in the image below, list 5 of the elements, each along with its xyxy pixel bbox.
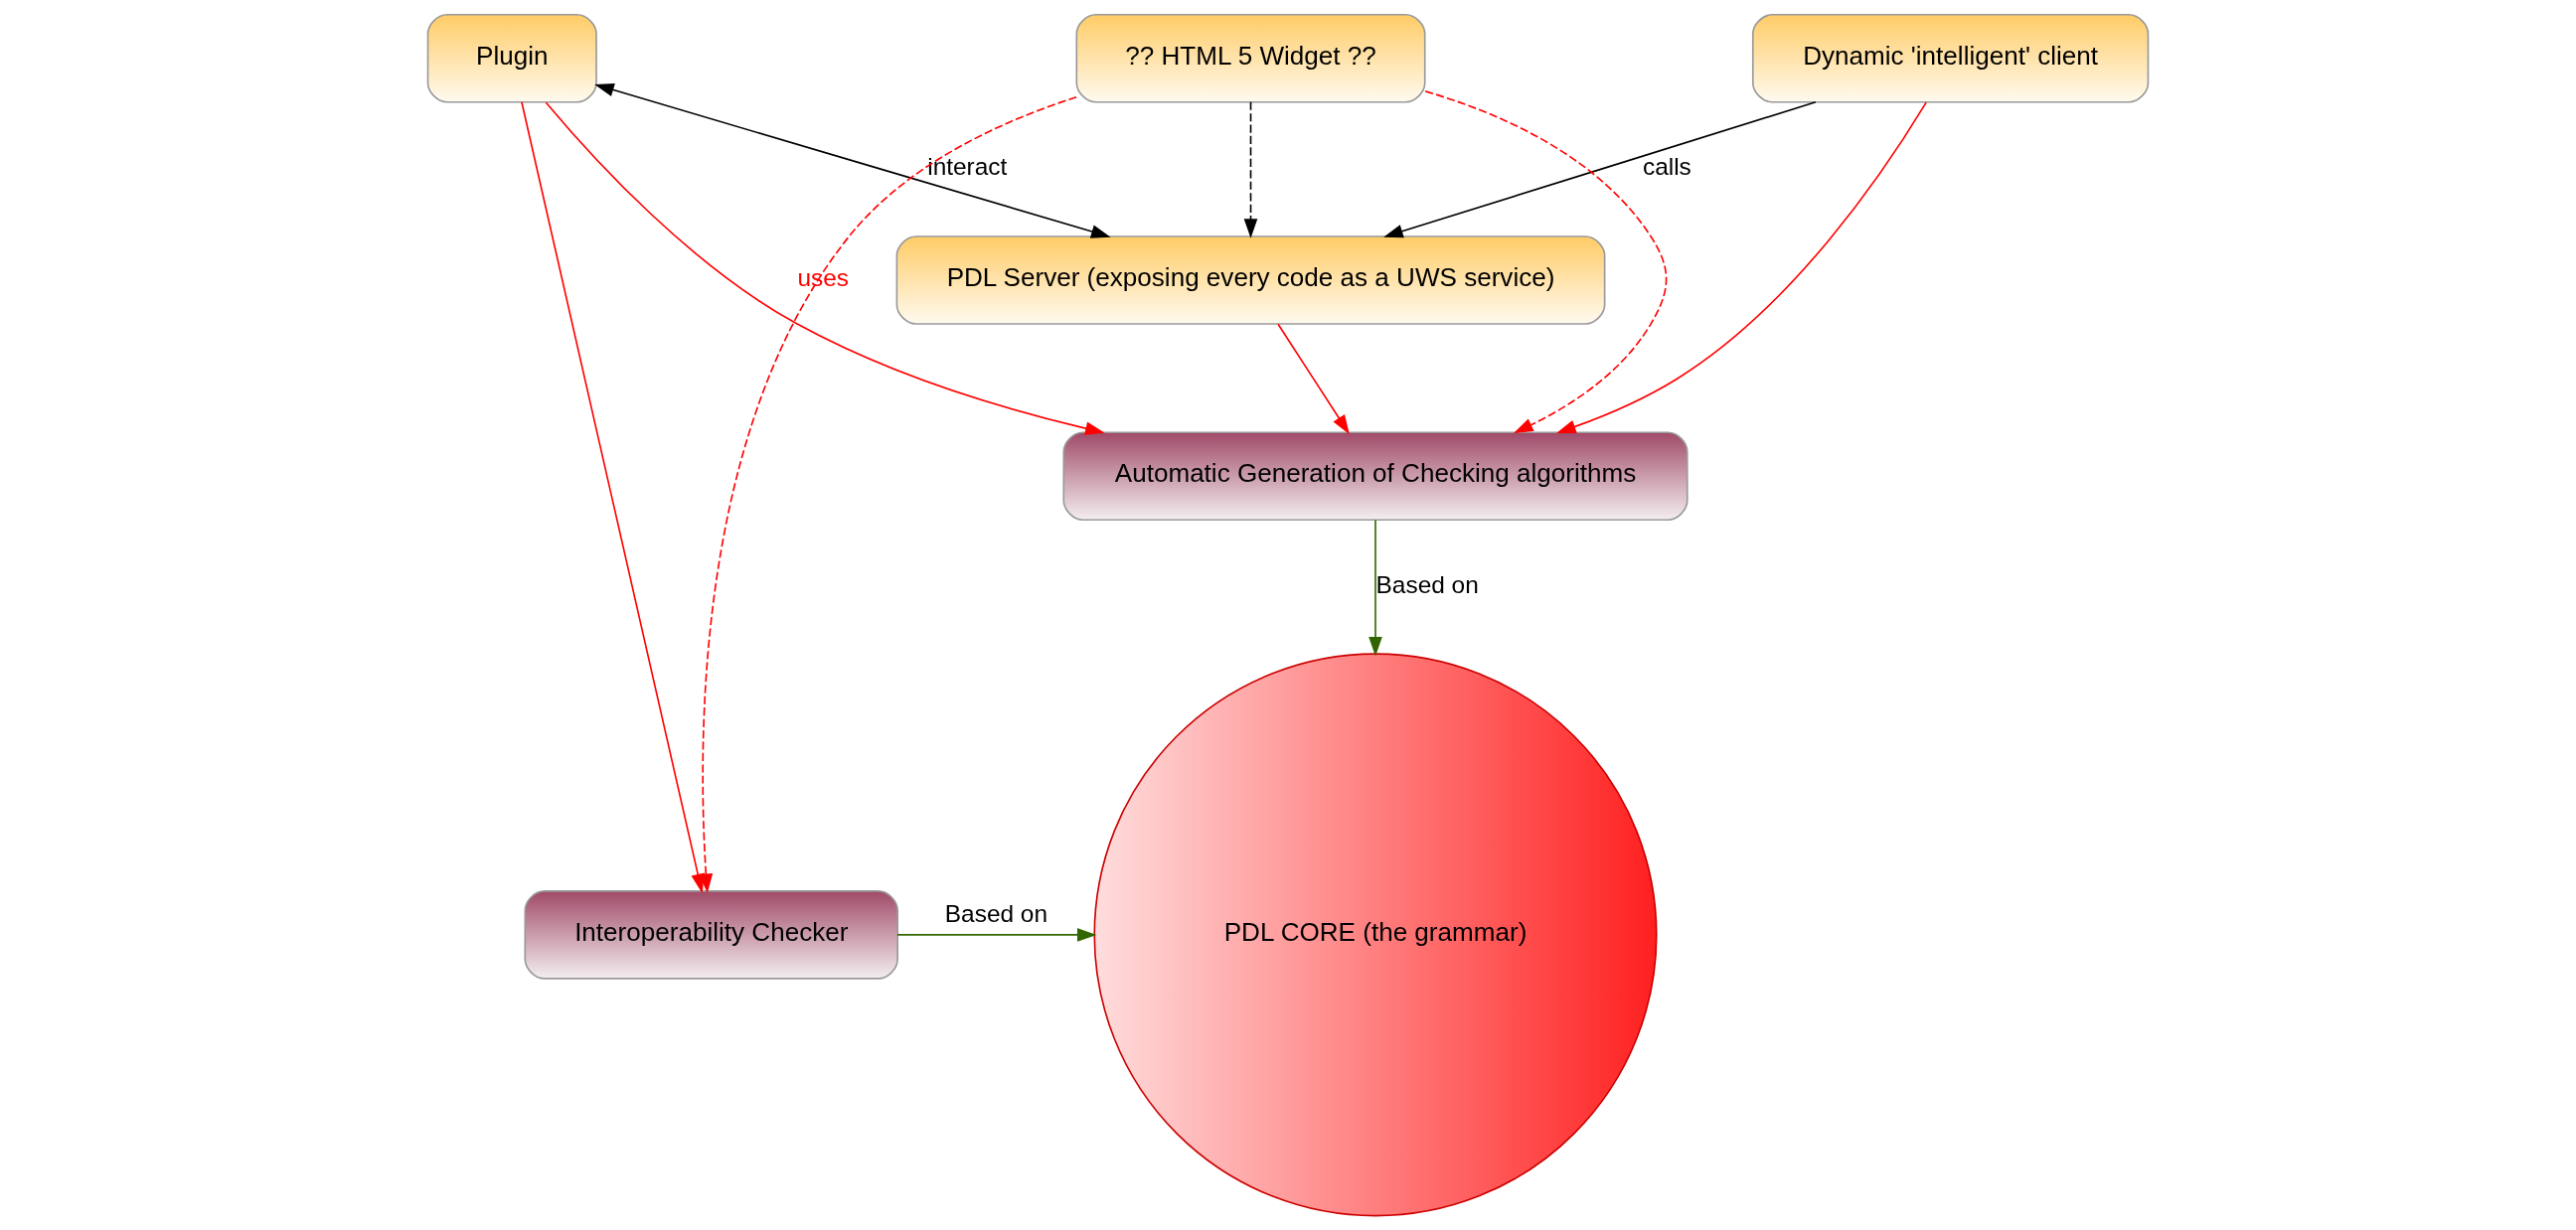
edge-label: uses: [797, 263, 850, 291]
edge-label: Based on: [1375, 570, 1479, 598]
edge-label: calls: [1642, 153, 1691, 181]
edge-label: Based on: [944, 899, 1048, 927]
edge-label: interact: [927, 153, 1008, 181]
